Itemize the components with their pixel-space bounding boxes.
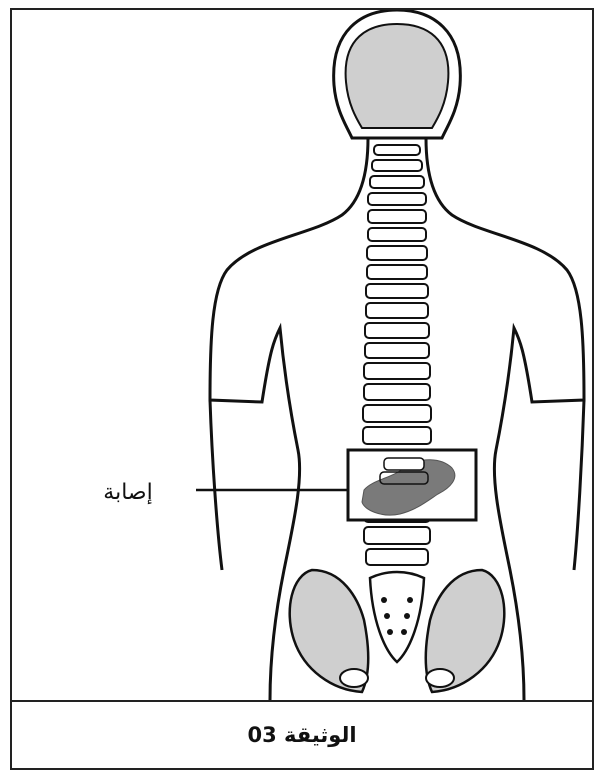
document-caption: الوثيقة 03 (12, 702, 592, 768)
hip-socket-right (426, 669, 454, 687)
right-arm (574, 400, 584, 570)
body-back-view-illustration (12, 10, 592, 700)
skull-shape (346, 24, 449, 128)
hip-socket-left (340, 669, 368, 687)
left-arm (210, 400, 222, 570)
document-frame: إصابة الوثيقة 03 (10, 8, 594, 770)
injury-label: إصابة (68, 480, 188, 505)
anatomy-figure: إصابة (12, 10, 592, 700)
pelvis (290, 570, 505, 692)
